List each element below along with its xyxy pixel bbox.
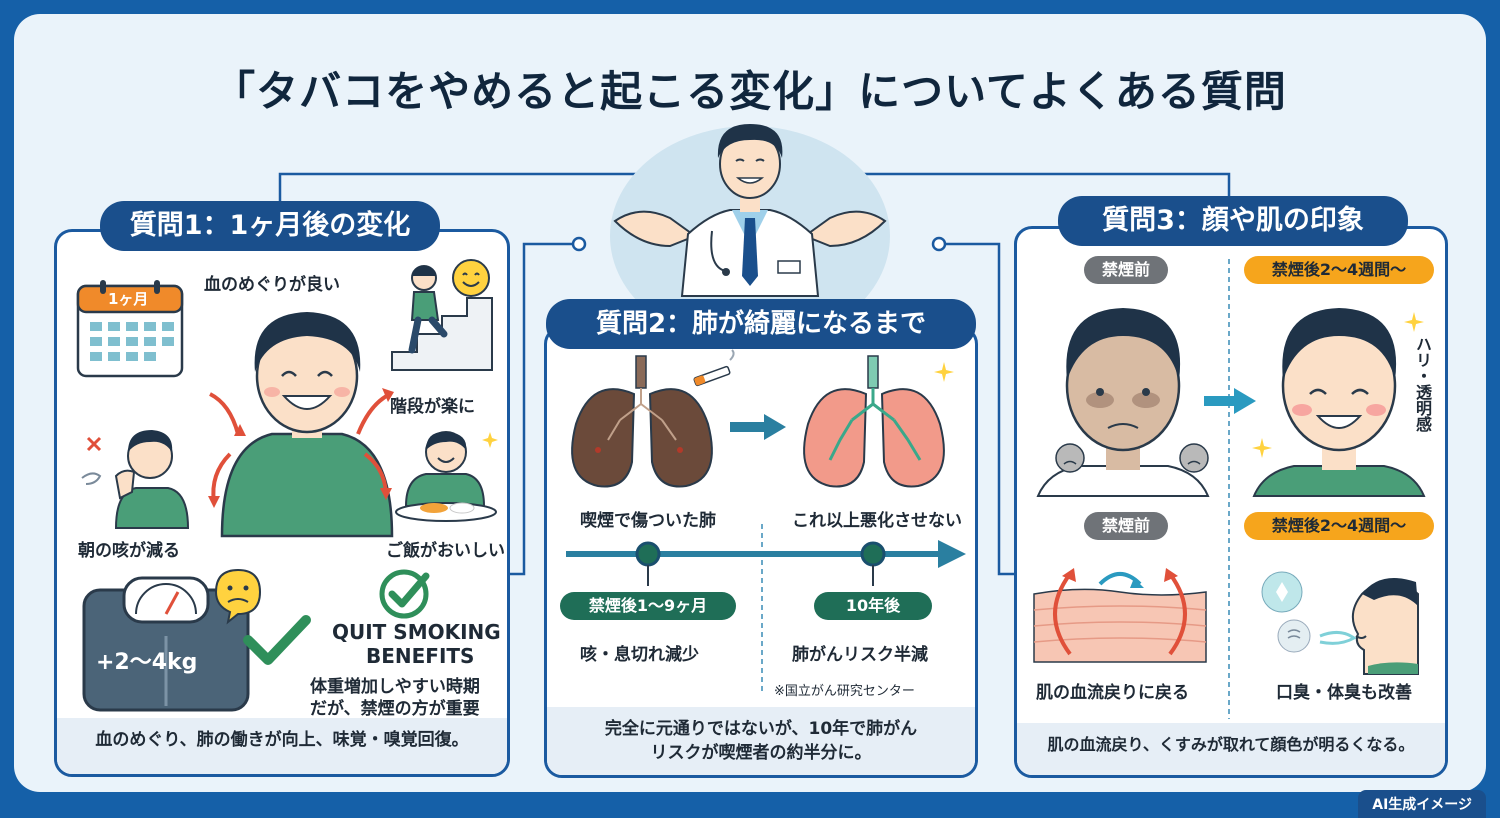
connector-lines	[278, 172, 1231, 576]
source-note: ※国立がん研究センター	[774, 684, 915, 699]
skin-bloodflow-illustration	[1033, 568, 1207, 663]
after-tag-1: 禁煙後2〜4週間〜	[1244, 256, 1434, 284]
q2-heading: 質問2：肺が綺麗になるまで	[546, 299, 976, 349]
doctor-illustration	[610, 124, 890, 346]
stage1-tag: 禁煙後1〜9ヶ月	[560, 592, 736, 620]
odor-label: 口臭・体臭も改善	[1276, 683, 1412, 703]
frown-emoji-icon	[1179, 443, 1209, 473]
recovery-timeline	[566, 524, 966, 694]
weight-note-1: 体重増加しやすい時期	[310, 677, 480, 697]
q1-footer: 血のめぐり、肺の働きが向上、味覚・嗅覚回復。	[57, 718, 507, 774]
panel-q3: 肌の血流戻り、くすみが取れて顔色が明るくなる。	[1014, 226, 1448, 778]
stairs-label: 階段が楽に	[390, 397, 475, 417]
panel3-divider	[1228, 259, 1230, 719]
ai-generated-badge: AI生成イメージ	[1358, 790, 1486, 818]
smile-emoji-icon	[452, 259, 490, 297]
benefits-title-1: QUIT SMOKING	[332, 620, 501, 644]
benefits-title-2: BENEFITS	[366, 644, 475, 668]
q2-footer: 完全に元通りではないが、10年で肺がん リスクが喫煙者の約半分に。	[547, 707, 975, 775]
q1-heading: 質問1：1ヶ月後の変化	[100, 201, 440, 251]
damaged-lungs-label: 喫煙で傷ついた肺	[580, 511, 716, 531]
glow-label: ハリ・透明感	[1413, 336, 1432, 432]
checkmark-icon	[243, 615, 311, 665]
cigarette-icon	[693, 349, 735, 387]
q3-heading: 質問3：顔や肌の印象	[1058, 196, 1408, 246]
bright-face-illustration	[1252, 308, 1426, 497]
stage2-tag: 10年後	[814, 592, 932, 620]
before-tag-2: 禁煙前	[1084, 512, 1168, 540]
stairs-climber-illustration	[391, 265, 493, 371]
calendar-label: 1ヶ月	[108, 290, 149, 308]
blood-flow-skin-label: 肌の血流戻りに戻る	[1036, 683, 1189, 703]
circulation-arrows	[208, 388, 394, 508]
worried-emoji-icon	[214, 568, 262, 625]
cough-label: 朝の咳が減る	[78, 541, 180, 561]
infographic-frame: 「タバコをやめると起こる変化」についてよくある質問 血のめぐり、肺の働きが向上、…	[14, 14, 1486, 792]
fresh-breath-illustration	[1261, 571, 1419, 675]
sad-emoji-icon	[1055, 443, 1085, 473]
after-tag-2: 禁煙後2〜4週間〜	[1244, 512, 1434, 540]
tired-face-illustration	[1036, 308, 1210, 497]
circle-check-icon	[379, 569, 430, 619]
q3-footer: 肌の血流戻り、くすみが取れて顔色が明るくなる。	[1017, 723, 1445, 775]
meal-label: ご飯がおいしい	[386, 541, 505, 561]
weight-note-2: だが、禁煙の方が重要	[310, 699, 480, 719]
no-worse-label: これ以上悪化させない	[792, 511, 962, 531]
right-arrow-icon-2	[1204, 388, 1256, 414]
stage1-text: 咳・息切れ減少	[580, 645, 699, 665]
before-tag-1: 禁煙前	[1084, 256, 1168, 284]
stage2-text: 肺がんリスク半減	[792, 645, 928, 665]
weight-scale-illustration	[82, 576, 250, 712]
happy-man-illustration	[220, 312, 394, 538]
calendar-icon	[76, 280, 184, 378]
weight-gain-value: +2〜4kg	[96, 650, 198, 675]
damaged-lungs-illustration	[571, 355, 713, 488]
page-title: 「タバコをやめると起こる変化」についてよくある質問	[213, 67, 1287, 116]
coughing-man-illustration	[81, 430, 190, 529]
blood-flow-label: 血のめぐりが良い	[204, 275, 340, 295]
eating-man-illustration	[395, 431, 498, 522]
right-arrow-icon	[730, 414, 786, 440]
q2-footer-line2: リスクが喫煙者の約半分に。	[650, 743, 872, 763]
healthy-lungs-illustration	[803, 355, 954, 488]
q2-footer-line1: 完全に元通りではないが、10年で肺がん	[604, 719, 918, 739]
